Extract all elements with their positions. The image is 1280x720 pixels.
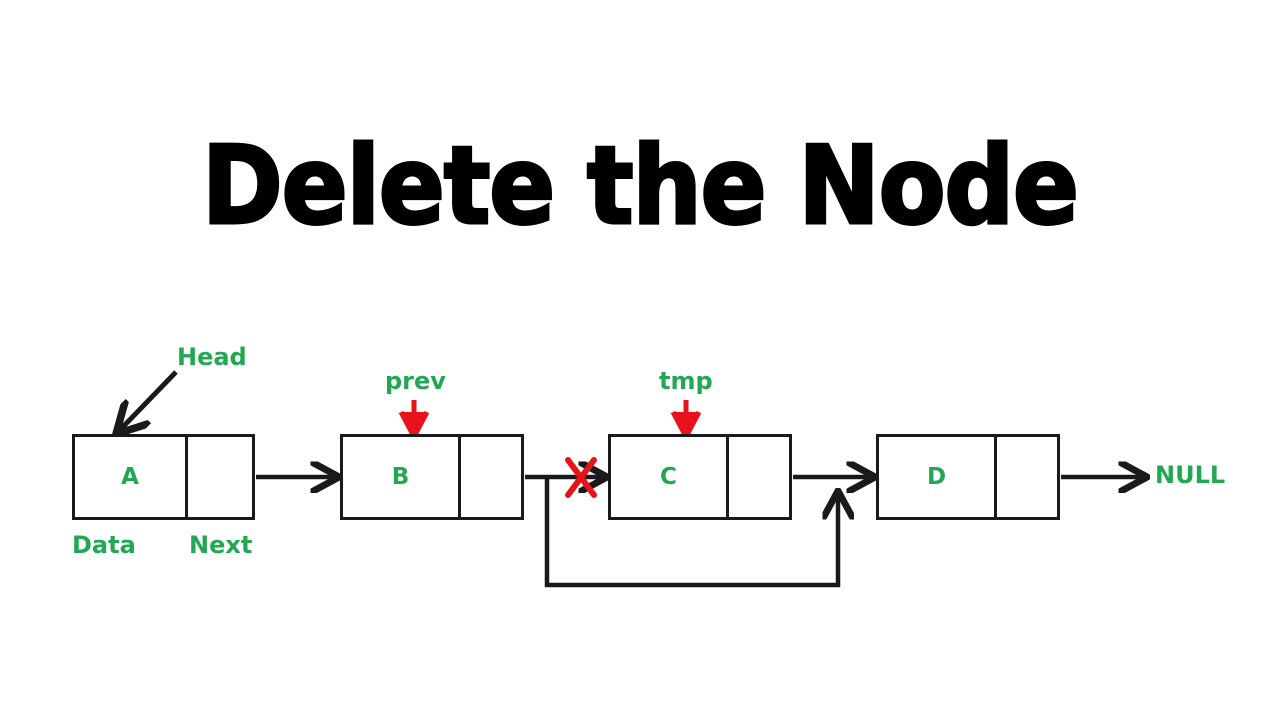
node-b-value: B bbox=[391, 464, 410, 490]
tmp-pointer-label: tmp bbox=[659, 367, 713, 395]
node-d-next-cell bbox=[997, 437, 1057, 517]
node-c-value: C bbox=[660, 464, 677, 490]
node-a-value: A bbox=[121, 464, 139, 490]
head-pointer-arrow bbox=[117, 370, 178, 433]
list-node-a[interactable]: A bbox=[72, 434, 255, 520]
node-d-data-cell: D bbox=[879, 437, 997, 517]
page-title: Delete the Node bbox=[201, 124, 1081, 249]
next-field-label: Next bbox=[189, 531, 253, 559]
node-c-data-cell: C bbox=[611, 437, 729, 517]
bypass-link-b-to-d bbox=[544, 477, 838, 588]
node-b-next-cell bbox=[461, 437, 521, 517]
node-a-next-cell bbox=[188, 437, 252, 517]
node-b-data-cell: B bbox=[343, 437, 461, 517]
null-terminator-label: NULL bbox=[1155, 461, 1226, 489]
node-d-value: D bbox=[926, 464, 947, 490]
prev-pointer-label: prev bbox=[385, 367, 446, 395]
head-pointer-label: Head bbox=[177, 343, 247, 371]
list-node-d[interactable]: D bbox=[876, 434, 1060, 520]
severed-link-x-marker bbox=[565, 457, 597, 498]
list-node-c[interactable]: C bbox=[608, 434, 792, 520]
list-node-b[interactable]: B bbox=[340, 434, 524, 520]
node-c-next-cell bbox=[729, 437, 789, 517]
node-a-data-cell: A bbox=[75, 437, 188, 517]
data-field-label: Data bbox=[72, 531, 136, 559]
